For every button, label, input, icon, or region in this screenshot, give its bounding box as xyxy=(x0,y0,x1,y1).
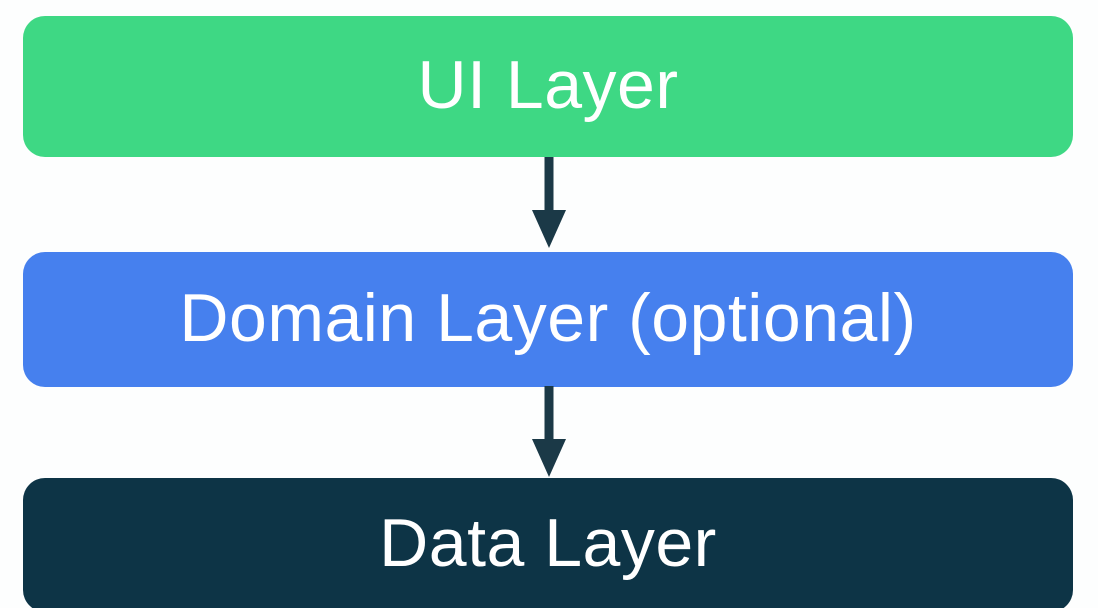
layer-label-ui: UI Layer xyxy=(417,46,679,123)
arrow-shaft xyxy=(544,386,554,446)
layer-box-data: Data Layer xyxy=(23,478,1073,608)
layer-label-domain: Domain Layer (optional) xyxy=(179,279,917,356)
arrow-head xyxy=(532,210,566,248)
down-arrow-icon xyxy=(532,157,566,248)
arrow-shaft xyxy=(544,157,554,217)
arrow-head xyxy=(532,439,566,477)
layer-box-ui: UI Layer xyxy=(23,16,1073,157)
layer-box-domain: Domain Layer (optional) xyxy=(23,252,1073,387)
down-arrow-icon xyxy=(532,386,566,477)
layer-label-data: Data Layer xyxy=(379,505,717,581)
